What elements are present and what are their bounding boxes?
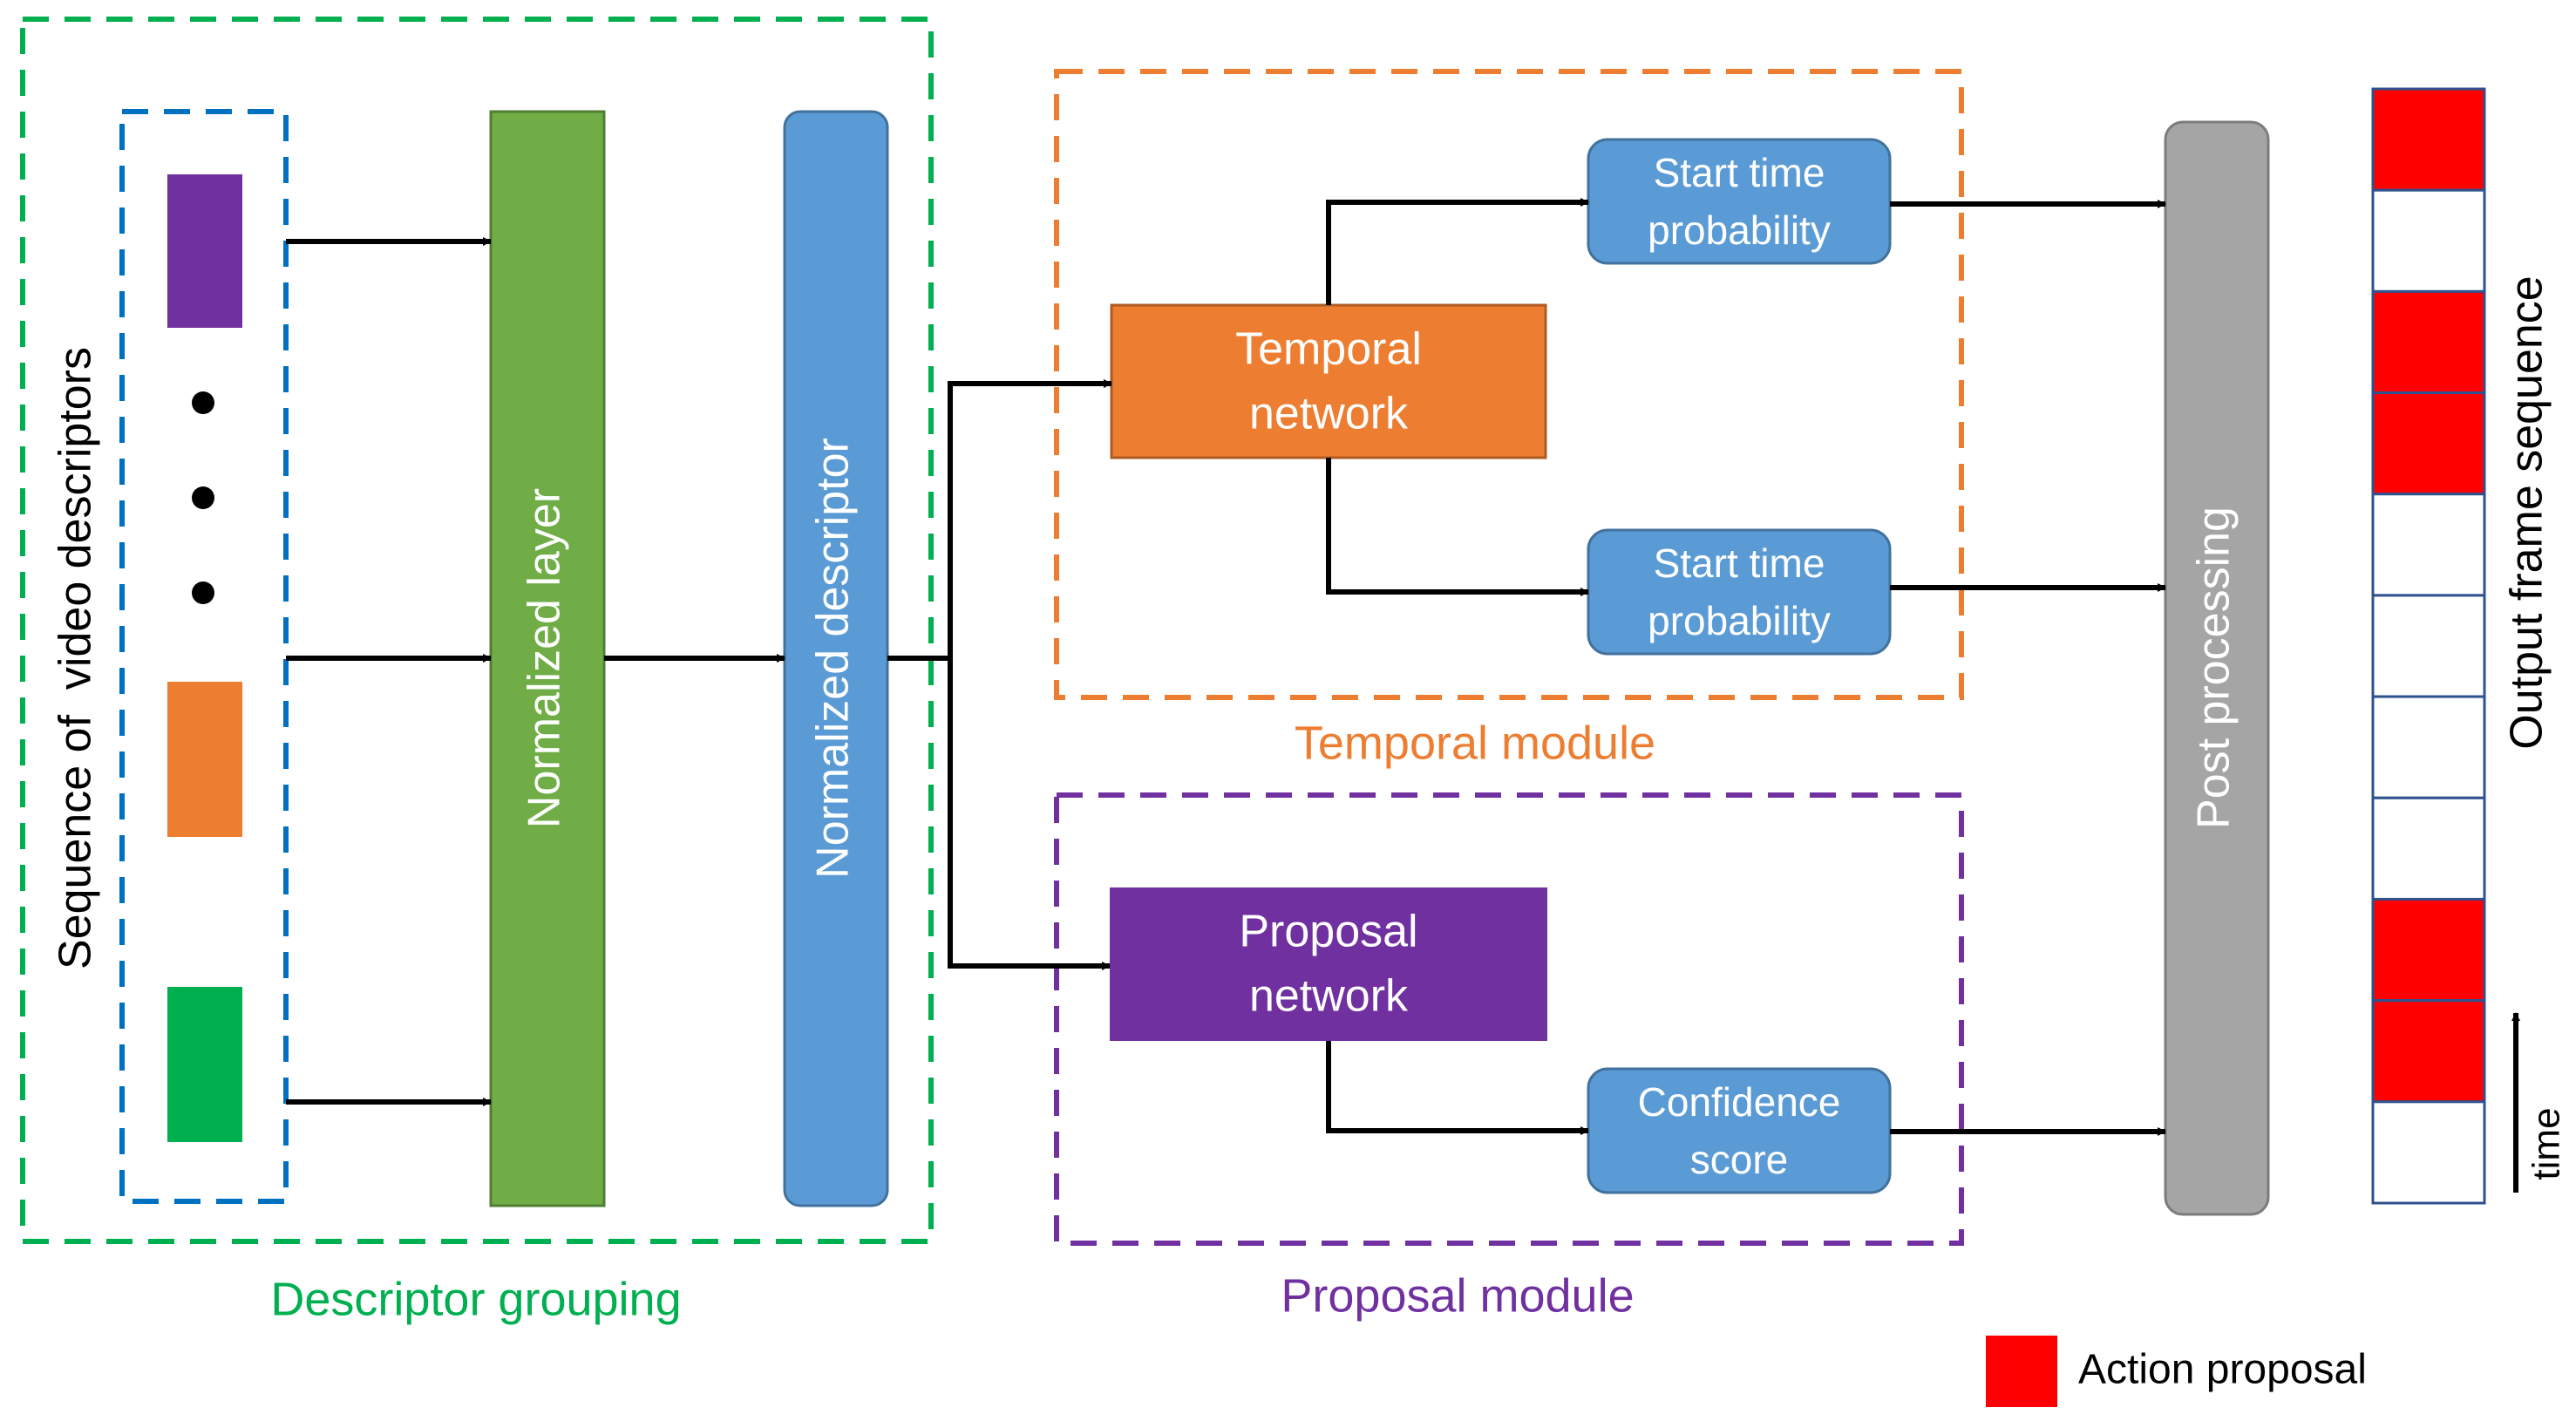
ellipsis-dot — [192, 391, 214, 414]
start-time-probability-2-line2: probability — [1648, 598, 1831, 643]
proposal-network — [1110, 887, 1547, 1041]
arrow-temporal-to-start-2 — [1326, 458, 1589, 596]
descriptor-block-green — [167, 987, 242, 1142]
time-label: time — [2525, 1107, 2568, 1180]
output-sequence-label: Output frame sequence — [2502, 275, 2552, 749]
legend-action-proposal-label: Action proposal — [2078, 1347, 2367, 1393]
descriptor-grouping-container — [20, 17, 934, 1244]
temporal-network-label-line2: network — [1249, 389, 1409, 439]
post-processing — [2164, 120, 2270, 1216]
output-frame-empty — [2371, 188, 2486, 293]
ellipsis-dot — [192, 581, 214, 604]
temporal-module-container — [1054, 69, 1964, 700]
output-frame-action-proposal — [2371, 897, 2486, 1003]
arrow-temporal-to-start-1 — [1326, 198, 1589, 305]
proposal-module-caption: Proposal module — [1281, 1269, 1634, 1322]
output-frame-action-proposal — [2371, 87, 2486, 192]
start-time-probability-1-line2: probability — [1648, 207, 1831, 253]
proposal-module-container — [1054, 792, 1964, 1246]
output-frame-empty — [2371, 493, 2486, 597]
ellipsis-dot — [192, 486, 214, 509]
output-frame-action-proposal — [2371, 289, 2486, 395]
arrow-to-temporal-network — [948, 379, 1112, 658]
descriptor-block-orange — [167, 682, 242, 837]
descriptor-grouping-caption: Descriptor grouping — [270, 1273, 681, 1325]
temporal-network-label-line1: Temporal — [1235, 324, 1422, 375]
output-frame-empty — [2371, 1100, 2486, 1205]
descriptor-block-purple — [167, 174, 242, 328]
proposal-network-label-line1: Proposal — [1239, 907, 1417, 957]
confidence-score-line2: score — [1690, 1137, 1788, 1182]
output-frame-action-proposal — [2371, 391, 2486, 496]
arrow-proposal-to-confidence — [1326, 1041, 1589, 1135]
post-processing-label: Post processing — [2189, 507, 2240, 829]
normalized-descriptor-label: Normalized descriptor — [808, 438, 859, 879]
output-frame-empty — [2371, 594, 2486, 698]
output-frame-empty — [2371, 796, 2486, 901]
arrow-to-proposal-network — [948, 658, 1111, 970]
proposal-network-label-line2: network — [1249, 971, 1409, 1022]
output-frame-action-proposal — [2371, 999, 2486, 1104]
output-frame-sequence — [2371, 87, 2486, 1205]
temporal-module-caption: Temporal module — [1295, 717, 1655, 769]
output-frame-empty — [2371, 695, 2486, 799]
legend-action-proposal-swatch — [1986, 1336, 2057, 1407]
normalized-layer-label: Normalized layer — [520, 488, 570, 828]
start-time-probability-2-line1: Start time — [1654, 541, 1825, 586]
connectors — [286, 198, 2166, 1136]
start-time-probability-1-line1: Start time — [1654, 150, 1825, 195]
confidence-score-line1: Confidence — [1638, 1079, 1841, 1125]
input-sequence-label: Sequence of video descriptors — [51, 347, 101, 969]
